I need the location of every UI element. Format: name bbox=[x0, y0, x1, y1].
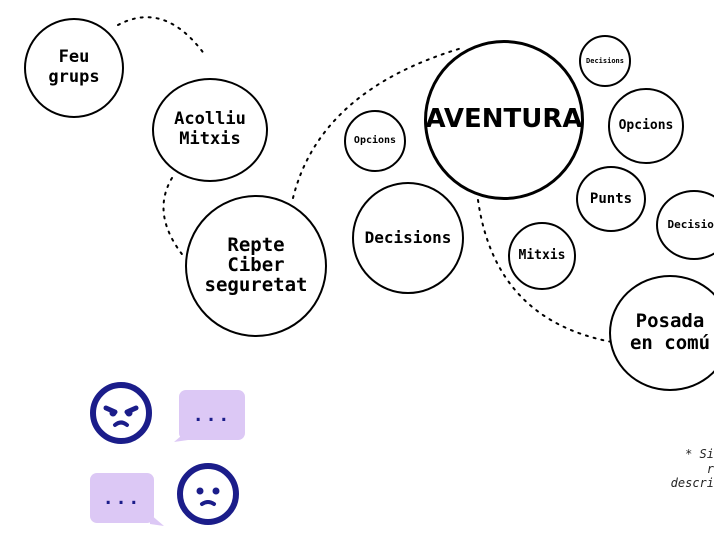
sad-face-icon bbox=[90, 382, 152, 444]
node-repte-ciberseguretat: Repte Ciber seguretat bbox=[185, 195, 327, 337]
node-posada-en-comu: Posada en comú bbox=[609, 275, 714, 391]
node-decisions-edge: Decision bbox=[656, 190, 714, 260]
chat-bubble-tail-left bbox=[150, 514, 164, 526]
footnote-line-2: r bbox=[706, 462, 714, 476]
chat-bubble-left: ... bbox=[90, 473, 154, 523]
node-aventura: AVENTURA bbox=[424, 40, 584, 200]
node-acolliu-mitxis: Acolliu Mitxis bbox=[152, 78, 268, 182]
chat-bubble-tail-right bbox=[174, 430, 188, 442]
node-decisions-tiny: Decisions bbox=[579, 35, 631, 87]
connector-feu-acolliu bbox=[117, 16, 206, 56]
node-opcions-right: Opcions bbox=[608, 88, 684, 164]
chat-bubble-right: ... bbox=[179, 390, 245, 440]
node-punts: Punts bbox=[576, 166, 646, 232]
node-feu-grups: Feu grups bbox=[24, 18, 124, 118]
connector-aventura-posada bbox=[477, 199, 613, 343]
node-mitxis: Mitxis bbox=[508, 222, 576, 290]
connector-repte-aventura bbox=[292, 47, 463, 199]
footnote-line-3: descri bbox=[670, 476, 714, 490]
node-opcions-small: Opcions bbox=[344, 110, 406, 172]
neutral-face-icon bbox=[177, 463, 239, 525]
node-decisions-mid: Decisions bbox=[352, 182, 464, 294]
connector-acolliu-repte bbox=[162, 177, 186, 259]
footnote-line-1: * Si bbox=[685, 447, 714, 461]
